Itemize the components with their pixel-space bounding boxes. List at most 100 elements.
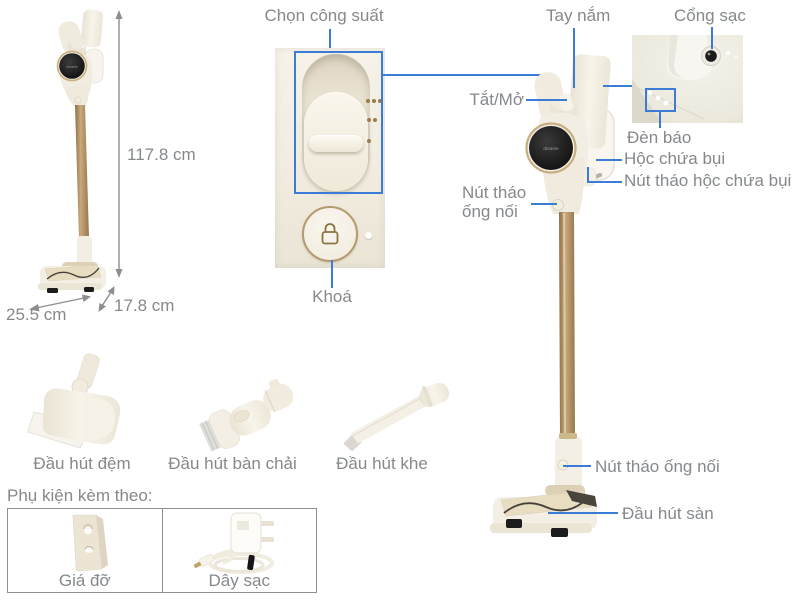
- metal-tube: [559, 212, 575, 438]
- charger-photo: [193, 512, 274, 574]
- display-disc: [529, 126, 573, 170]
- adapter-label: [236, 521, 249, 530]
- tube-release-bottom-callout-line: [563, 465, 591, 467]
- display-disc: [59, 53, 85, 79]
- dust-bin-callout-line: [596, 159, 622, 161]
- power-slider-knob: [309, 135, 363, 152]
- height-dimension-label: 117.8 cm: [127, 145, 196, 164]
- handle-grip: [58, 21, 83, 55]
- tube-release-top-callout-line: [531, 203, 557, 205]
- power-level-dot: [367, 118, 371, 122]
- lock-button: [302, 206, 358, 262]
- included-cell-charger: Dây sạc: [161, 509, 317, 592]
- plug-prong: [260, 521, 274, 526]
- height-dimension-arrow: [115, 10, 123, 278]
- dust-bin-label: Hộc chứa bụi: [624, 149, 726, 168]
- power-trigger: [558, 93, 574, 112]
- brush-connector: [263, 384, 294, 412]
- vacuum-main-photo: dreame: [490, 54, 615, 537]
- crevice-shaft: [350, 394, 427, 444]
- inset-corner-shade: [632, 79, 662, 123]
- power-switch-label: Tắt/Mở: [469, 90, 524, 109]
- floor-head-callout-line: [548, 512, 618, 514]
- handle-end-pillar: [666, 35, 713, 80]
- wall-bracket-photo: [72, 514, 108, 572]
- vacuum-side-photo: dreame: [38, 9, 106, 293]
- head-rail: [490, 523, 592, 533]
- tube-release-bottom-label: Nút tháo ống nối: [595, 457, 720, 476]
- charge-port-label: Cổng sạc: [674, 6, 746, 25]
- tube-connector: [77, 236, 92, 267]
- tube-release-top-label: Nút tháo ống nối: [462, 183, 526, 221]
- brush-body: [229, 400, 271, 436]
- roller-wave: [46, 267, 100, 280]
- body-cone: [64, 84, 90, 106]
- release-button-dot: [74, 96, 82, 104]
- adapter-cable-out: [222, 552, 237, 565]
- handle-label: Tay nắm: [546, 6, 611, 25]
- connector-ring: [422, 386, 433, 407]
- included-cell-bracket: Giá đỡ: [8, 509, 162, 592]
- dc-plug-tip: [193, 561, 201, 569]
- included-table: Giá đỡ Dây sạc: [7, 508, 317, 593]
- indicator-callout-line: [659, 112, 661, 128]
- brand-logo: dreame: [543, 146, 559, 151]
- tube-connector: [555, 436, 582, 490]
- panel-indicator-dot: [365, 232, 372, 239]
- cable-tie: [246, 554, 255, 571]
- attachment-mattress-head-photo: [27, 353, 121, 449]
- dust-bin-release-callout-line-v: [587, 167, 589, 183]
- inset-dot: [726, 51, 730, 55]
- attachment-brush-photo: [199, 378, 294, 452]
- bracket-label: Giá đỡ: [58, 571, 111, 590]
- head-wheel-left: [47, 288, 58, 293]
- charger-label: Dây sạc: [208, 571, 270, 590]
- pillar-shade: [668, 35, 684, 78]
- base-dimension-arrows: [29, 286, 115, 312]
- charge-port-hole: [705, 50, 717, 62]
- attachment-mattress-label: Đầu hút đệm: [33, 454, 131, 473]
- attachment-brush-label: Đầu hút bàn chải: [168, 454, 297, 473]
- dust-bin-release-callout-line-h: [587, 181, 622, 183]
- attachment-crevice-label: Đầu hút khe: [336, 454, 428, 473]
- brand-logo-small: dreame: [66, 65, 78, 69]
- tube-release-top-line2: ống nối: [462, 202, 518, 221]
- bracket-hole-top: [84, 525, 92, 535]
- indicator-highlight-box: [645, 88, 676, 112]
- head-dark-strip: [566, 490, 597, 507]
- metal-tube: [75, 105, 89, 237]
- indicator-led: [647, 90, 653, 96]
- port-glint: [707, 52, 711, 56]
- width-dimension-label: 25.5 cm: [6, 305, 67, 324]
- tube-release-button: [552, 199, 564, 211]
- bracket-plate: [72, 514, 103, 572]
- power-level-dot: [372, 99, 376, 103]
- power-level-dot: [367, 139, 371, 143]
- charge-port-inset-photo: [631, 35, 743, 123]
- indicator-light-label: Đèn báo: [627, 128, 692, 147]
- indicator-led: [663, 100, 669, 106]
- floor-head-label: Đầu hút sàn: [622, 504, 714, 523]
- bristles: [199, 419, 223, 452]
- power-select-highlight-box: [294, 51, 383, 194]
- connector-collar: [559, 433, 577, 439]
- included-title: Phụ kiện kèm theo:: [7, 486, 153, 505]
- lock-icon: [321, 223, 339, 245]
- power-level-dot: [373, 118, 377, 122]
- lock-callout-line: [331, 260, 333, 288]
- plug-prong: [260, 537, 274, 542]
- head-wheel-right: [84, 287, 94, 292]
- brush-button: [233, 410, 250, 423]
- power-select-callout-line: [329, 29, 331, 51]
- indicator-led: [655, 95, 661, 101]
- tube-release-top-line1: Nút tháo: [462, 183, 527, 202]
- power-switch-callout-line: [526, 99, 567, 101]
- connector-tab: [268, 378, 280, 390]
- inset-dot: [734, 55, 738, 59]
- cable-coil: [213, 557, 264, 573]
- power-select-label: Chọn công suất: [264, 6, 384, 25]
- lock-label: Khoá: [312, 287, 352, 306]
- head-wheel-left: [506, 519, 522, 528]
- dust-bin-release-label: Nút tháo hộc chứa bụi: [624, 171, 792, 190]
